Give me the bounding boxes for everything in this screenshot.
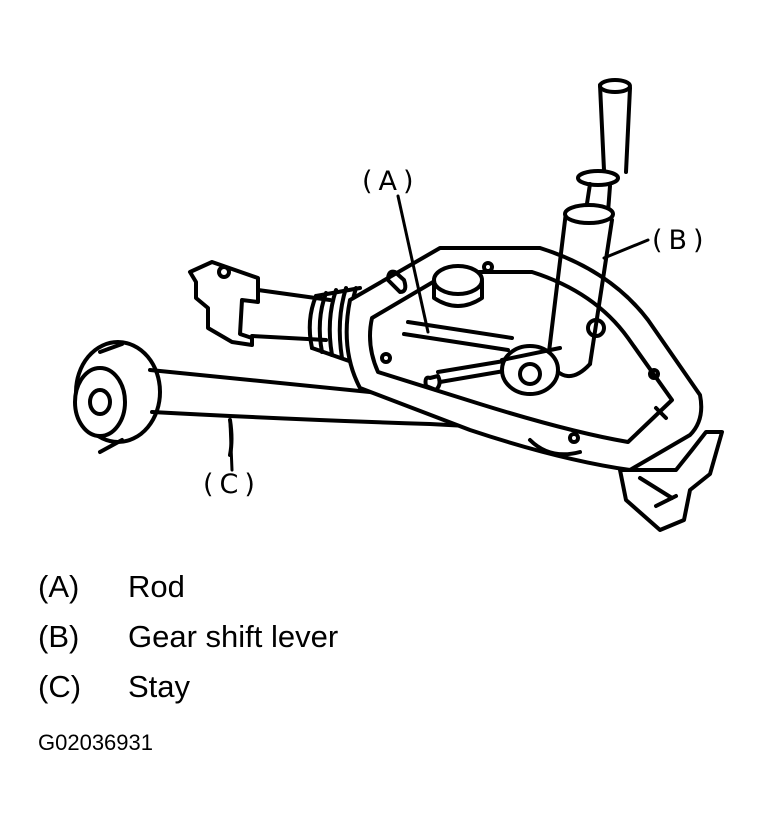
legend-desc: Gear shift lever: [128, 619, 339, 654]
legend-item: (B) Gear shift lever: [38, 612, 738, 662]
callout-b: (B): [652, 225, 710, 256]
gear-shift-assembly-illustration: (A) (B) (C): [73, 78, 724, 532]
housing-cap: [432, 264, 484, 308]
parts-legend: (A) Rod (B) Gear shift lever (C) Stay: [38, 562, 738, 712]
legend-key: (A): [38, 569, 80, 604]
gear-shift-lever: [500, 78, 632, 396]
legend-key: (C): [38, 669, 82, 704]
callout-a: (A): [362, 166, 420, 197]
leader-lines: [228, 194, 650, 472]
rear-bracket: [188, 260, 332, 347]
rubber-boot: [307, 286, 362, 364]
lower-bracket: [528, 430, 724, 532]
legend-key: (B): [38, 619, 80, 654]
legend-item: (A) Rod: [38, 562, 738, 612]
legend-desc: Stay: [128, 669, 191, 704]
callout-c: (C): [203, 469, 261, 500]
legend-item: (C) Stay: [38, 662, 738, 712]
figure-id: G02036931: [38, 730, 153, 755]
legend-desc: Rod: [128, 569, 185, 604]
